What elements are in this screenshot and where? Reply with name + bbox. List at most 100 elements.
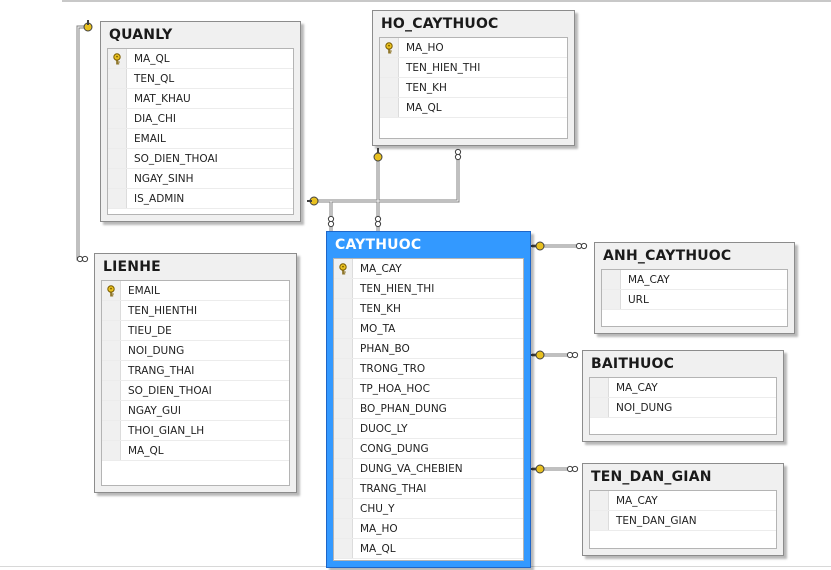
- row-selector[interactable]: [380, 98, 399, 117]
- column-row[interactable]: CHU_Y: [334, 499, 523, 519]
- row-selector[interactable]: [590, 398, 609, 417]
- column-name: MA_CAY: [616, 494, 658, 507]
- row-selector[interactable]: [334, 339, 353, 358]
- column-row[interactable]: BO_PHAN_DUNG: [334, 399, 523, 419]
- row-selector[interactable]: [334, 379, 353, 398]
- column-row[interactable]: MA_CAY: [590, 491, 776, 511]
- column-row[interactable]: NOI_DUNG: [590, 398, 776, 418]
- row-selector[interactable]: [334, 459, 353, 478]
- column-row[interactable]: MA_HO: [380, 38, 567, 58]
- column-row[interactable]: DUOC_LY: [334, 419, 523, 439]
- column-row[interactable]: TEN_HIENTHI: [102, 301, 289, 321]
- column-name: EMAIL: [128, 284, 160, 297]
- row-selector[interactable]: [102, 281, 121, 300]
- column-row[interactable]: EMAIL: [102, 281, 289, 301]
- row-selector[interactable]: [602, 290, 621, 309]
- column-row[interactable]: THOI_GIAN_LH: [102, 421, 289, 441]
- column-row[interactable]: TEN_QL: [108, 69, 293, 89]
- column-name: DUOC_LY: [360, 422, 408, 435]
- row-selector[interactable]: [380, 78, 399, 97]
- column-row[interactable]: NGAY_GUI: [102, 401, 289, 421]
- row-selector[interactable]: [334, 319, 353, 338]
- row-selector[interactable]: [102, 441, 121, 460]
- column-row[interactable]: SO_DIEN_THOAI: [108, 149, 293, 169]
- column-row[interactable]: TEN_KH: [380, 78, 567, 98]
- column-row[interactable]: TRANG_THAI: [102, 361, 289, 381]
- row-selector[interactable]: [102, 421, 121, 440]
- column-row[interactable]: TRONG_TRO: [334, 359, 523, 379]
- row-selector[interactable]: [108, 69, 127, 88]
- row-selector[interactable]: [108, 109, 127, 128]
- column-row[interactable]: TEN_KH: [334, 299, 523, 319]
- row-selector[interactable]: [334, 259, 353, 278]
- column-row[interactable]: NOI_DUNG: [102, 341, 289, 361]
- column-row[interactable]: TP_HOA_HOC: [334, 379, 523, 399]
- relationship-quanly-lienhe[interactable]: [76, 25, 92, 261]
- row-selector[interactable]: [334, 499, 353, 518]
- row-selector[interactable]: [334, 539, 353, 558]
- column-row[interactable]: URL: [602, 290, 787, 310]
- column-row[interactable]: MA_CAY: [590, 378, 776, 398]
- column-row[interactable]: DUNG_VA_CHEBIEN: [334, 459, 523, 479]
- column-row[interactable]: NGAY_SINH: [108, 169, 293, 189]
- row-selector[interactable]: [334, 399, 353, 418]
- column-row[interactable]: MA_CAY: [602, 270, 787, 290]
- column-name: TEN_HIEN_THI: [406, 61, 481, 74]
- row-selector[interactable]: [102, 341, 121, 360]
- row-selector[interactable]: [334, 279, 353, 298]
- column-row[interactable]: MA_QL: [102, 441, 289, 461]
- row-selector[interactable]: [108, 149, 127, 168]
- column-row[interactable]: MA_QL: [334, 539, 523, 559]
- column-row[interactable]: EMAIL: [108, 129, 293, 149]
- row-selector[interactable]: [108, 49, 127, 68]
- row-selector[interactable]: [102, 301, 121, 320]
- row-selector[interactable]: [334, 519, 353, 538]
- row-selector[interactable]: [334, 359, 353, 378]
- relationship-quanly-caythuoc[interactable]: [310, 152, 460, 203]
- row-selector[interactable]: [108, 169, 127, 188]
- column-name: TEN_DAN_GIAN: [616, 514, 697, 527]
- column-row[interactable]: MAT_KHAU: [108, 89, 293, 109]
- row-selector[interactable]: [334, 419, 353, 438]
- column-row[interactable]: MA_QL: [380, 98, 567, 118]
- row-selector[interactable]: [102, 361, 121, 380]
- column-row[interactable]: IS_ADMIN: [108, 189, 293, 209]
- column-row[interactable]: MA_CAY: [334, 259, 523, 279]
- column-row[interactable]: SO_DIEN_THOAI: [102, 381, 289, 401]
- row-selector[interactable]: [102, 381, 121, 400]
- row-selector[interactable]: [102, 321, 121, 340]
- row-selector[interactable]: [590, 491, 609, 510]
- column-row[interactable]: MO_TA: [334, 319, 523, 339]
- column-row[interactable]: MA_QL: [108, 49, 293, 69]
- row-selector[interactable]: [108, 189, 127, 208]
- row-selector[interactable]: [334, 439, 353, 458]
- column-name: MA_CAY: [628, 273, 670, 286]
- row-selector[interactable]: [108, 89, 127, 108]
- column-row[interactable]: TEN_HIEN_THI: [334, 279, 523, 299]
- row-selector[interactable]: [380, 38, 399, 57]
- row-selector[interactable]: [334, 479, 353, 498]
- row-selector[interactable]: [108, 129, 127, 148]
- column-row[interactable]: CONG_DUNG: [334, 439, 523, 459]
- column-row[interactable]: TEN_HIEN_THI: [380, 58, 567, 78]
- column-row[interactable]: TEN_DAN_GIAN: [590, 511, 776, 531]
- row-selector[interactable]: [590, 511, 609, 530]
- row-selector[interactable]: [590, 378, 609, 397]
- column-row[interactable]: MA_HO: [334, 519, 523, 539]
- column-row[interactable]: TIEU_DE: [102, 321, 289, 341]
- column-row[interactable]: PHAN_BO: [334, 339, 523, 359]
- row-selector[interactable]: [334, 299, 353, 318]
- row-selector[interactable]: [102, 401, 121, 420]
- row-selector[interactable]: [602, 270, 621, 289]
- column-row[interactable]: TRANG_THAI: [334, 479, 523, 499]
- column-row[interactable]: DIA_CHI: [108, 109, 293, 129]
- row-selector[interactable]: [380, 58, 399, 77]
